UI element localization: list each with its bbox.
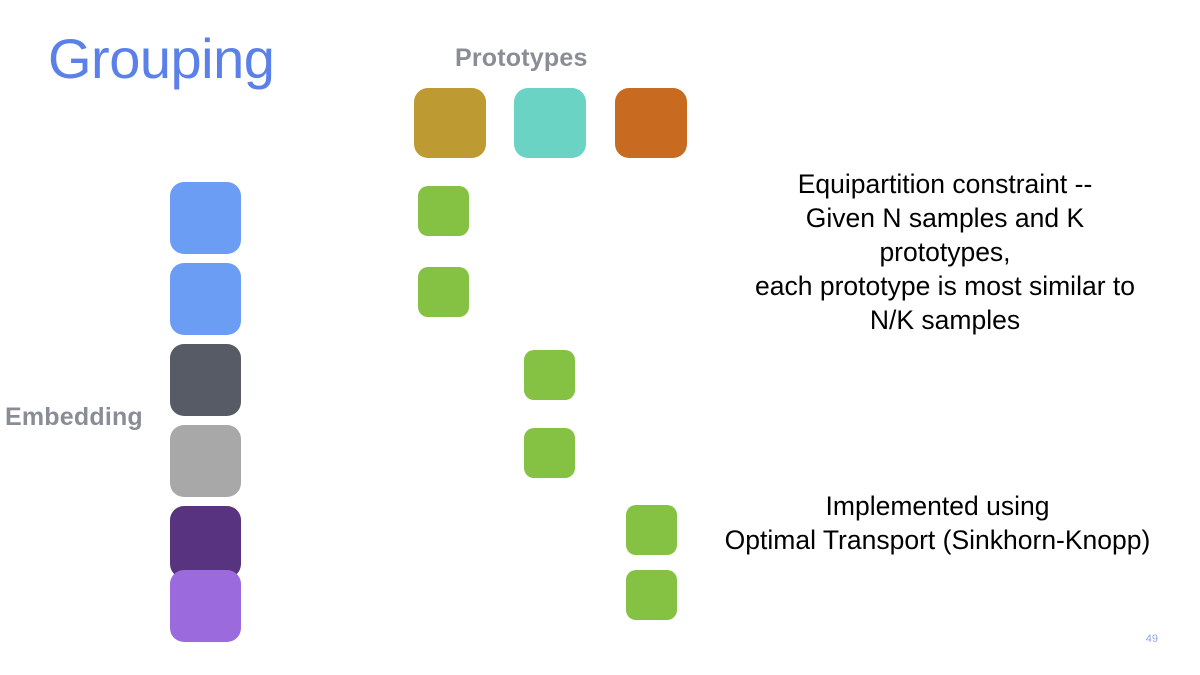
page-title: Grouping (48, 27, 275, 90)
assignment-cell-r5c3 (626, 505, 677, 555)
assignment-cell-r4c2 (524, 428, 575, 478)
prototype-tile-orange (615, 88, 687, 158)
equipartition-line-5: N/K samples (869, 304, 1021, 335)
implementation-line-1: Implemented using (825, 491, 1050, 521)
embedding-heading: Embedding (5, 403, 143, 431)
assignment-cell-r6c3 (626, 570, 677, 620)
assignment-cell-r2c1 (418, 267, 469, 317)
embedding-tile-light-purple (170, 570, 241, 642)
equipartition-note: Equipartition constraint -- Given N samp… (700, 168, 1190, 338)
assignment-cell-r1c1 (418, 186, 469, 236)
embedding-tile-dark-gray (170, 344, 241, 416)
equipartition-line-3: prototypes, (879, 236, 1011, 267)
assignment-cell-r3c2 (524, 350, 575, 400)
embedding-tile-dark-purple (170, 506, 241, 578)
embedding-tile-light-gray (170, 425, 241, 497)
equipartition-line-1: Equipartition constraint -- (797, 169, 1093, 199)
implementation-line-2: Optimal Transport (Sinkhorn-Knopp) (724, 524, 1151, 555)
equipartition-line-4: each prototype is most similar to (755, 270, 1135, 301)
prototype-tile-gold (414, 88, 486, 158)
prototypes-heading: Prototypes (455, 44, 588, 72)
equipartition-line-2: Given N samples and K (805, 202, 1085, 233)
implementation-note: Implemented using Optimal Transport (Sin… (680, 490, 1195, 558)
slide-number: 49 (1145, 633, 1158, 645)
prototype-tile-turquoise (514, 88, 586, 158)
embedding-tile-blue-2 (170, 263, 241, 335)
embedding-tile-blue-1 (170, 182, 241, 254)
